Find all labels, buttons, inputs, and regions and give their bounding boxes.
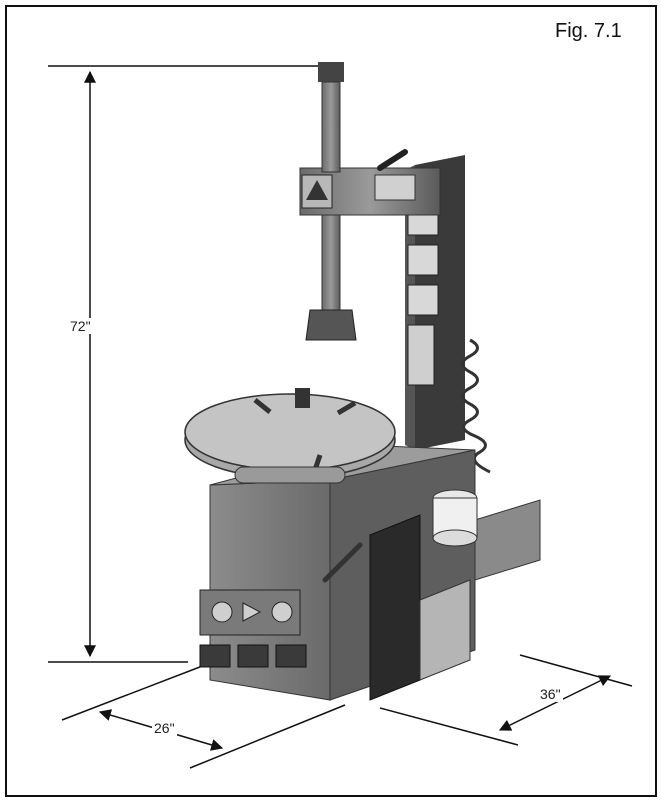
width-dimension-label: 26"	[152, 720, 177, 736]
height-dimension	[48, 65, 318, 663]
height-dimension-label: 72"	[68, 318, 93, 334]
depth-dimension	[379, 654, 633, 746]
foot-pedals	[199, 644, 307, 668]
horizontal-arm	[299, 149, 441, 216]
turntable	[184, 388, 396, 484]
lubricant-cup	[432, 489, 478, 547]
figure-label: Fig. 7.1	[555, 20, 622, 42]
air-hose	[461, 338, 491, 474]
rear-column	[405, 155, 465, 450]
bead-breaker	[322, 499, 541, 701]
vertical-shaft	[305, 62, 357, 341]
depth-dimension-label: 36"	[538, 686, 563, 702]
